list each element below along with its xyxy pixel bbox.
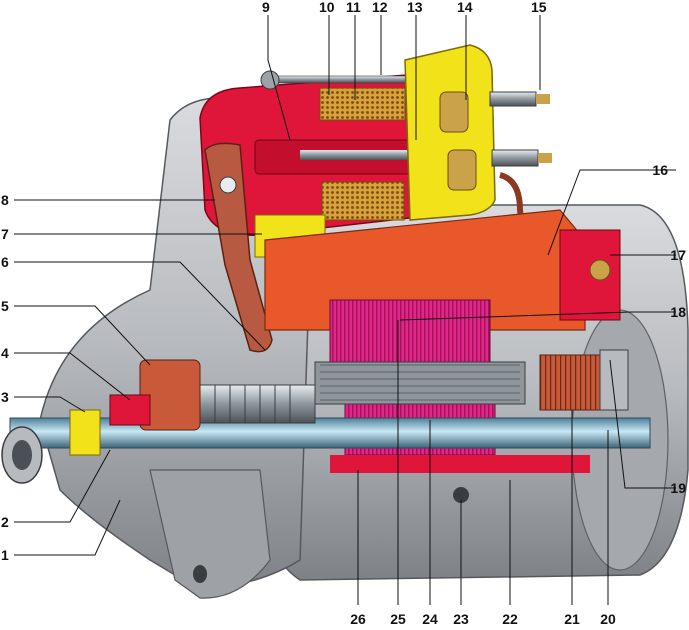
callout-20: 20 <box>600 611 616 627</box>
commutator <box>539 354 601 411</box>
callout-2: 2 <box>1 514 9 530</box>
stator-pole-upper <box>329 299 491 371</box>
callout-7: 7 <box>1 226 9 242</box>
callout-3: 3 <box>1 389 9 405</box>
callout-17: 17 <box>670 247 686 263</box>
callout-6: 6 <box>1 254 9 270</box>
contact-plate-upper <box>439 91 469 133</box>
callout-18: 18 <box>670 304 686 320</box>
callout-5: 5 <box>1 298 9 314</box>
housing-plug <box>453 487 469 503</box>
mounting-hole <box>193 565 207 583</box>
callout-11: 11 <box>346 0 361 15</box>
armature-core <box>314 361 526 405</box>
solenoid-coil-upper <box>319 87 406 121</box>
callout-1: 1 <box>1 547 9 563</box>
armature-slots <box>320 364 520 401</box>
rear-bearing <box>599 349 629 411</box>
pinion-gear <box>199 384 316 424</box>
shaft-bore <box>12 440 32 470</box>
bolt-nut-left <box>260 70 280 90</box>
callout-21: 21 <box>564 611 580 627</box>
mounting-flange <box>149 469 271 599</box>
callout-4: 4 <box>1 345 9 361</box>
armature-shaft <box>9 417 651 449</box>
callout-8: 8 <box>1 192 9 208</box>
callout-10: 10 <box>319 0 335 15</box>
callout-15: 15 <box>531 0 547 15</box>
plunger-rod <box>300 150 470 160</box>
brush-spring <box>589 259 611 281</box>
callout-22: 22 <box>502 611 518 627</box>
callout-25: 25 <box>390 611 406 627</box>
callout-12: 12 <box>372 0 388 15</box>
brush-holder <box>559 229 621 321</box>
callout-13: 13 <box>407 0 423 15</box>
front-bushing <box>69 409 101 456</box>
terminal-thread-upper <box>536 94 550 104</box>
callout-23: 23 <box>453 611 469 627</box>
callout-19: 19 <box>670 480 686 496</box>
terminal-bolt-upper <box>489 91 537 107</box>
callout-24: 24 <box>422 611 438 627</box>
callout-14: 14 <box>457 0 473 15</box>
solenoid-coil-lower <box>321 181 405 221</box>
callout-26: 26 <box>350 611 366 627</box>
drive-lever <box>204 142 273 353</box>
contact-plate-lower <box>447 149 477 191</box>
field-coil-lower <box>330 455 590 473</box>
terminal-bolt-lower <box>491 149 539 167</box>
terminal-thread-lower <box>538 153 552 163</box>
leader-lines <box>14 15 676 605</box>
lever-pivot <box>219 176 237 194</box>
callout-16: 16 <box>652 162 668 178</box>
field-wire <box>499 172 528 251</box>
pinion-teeth <box>214 385 291 423</box>
callout-9: 9 <box>262 0 270 15</box>
